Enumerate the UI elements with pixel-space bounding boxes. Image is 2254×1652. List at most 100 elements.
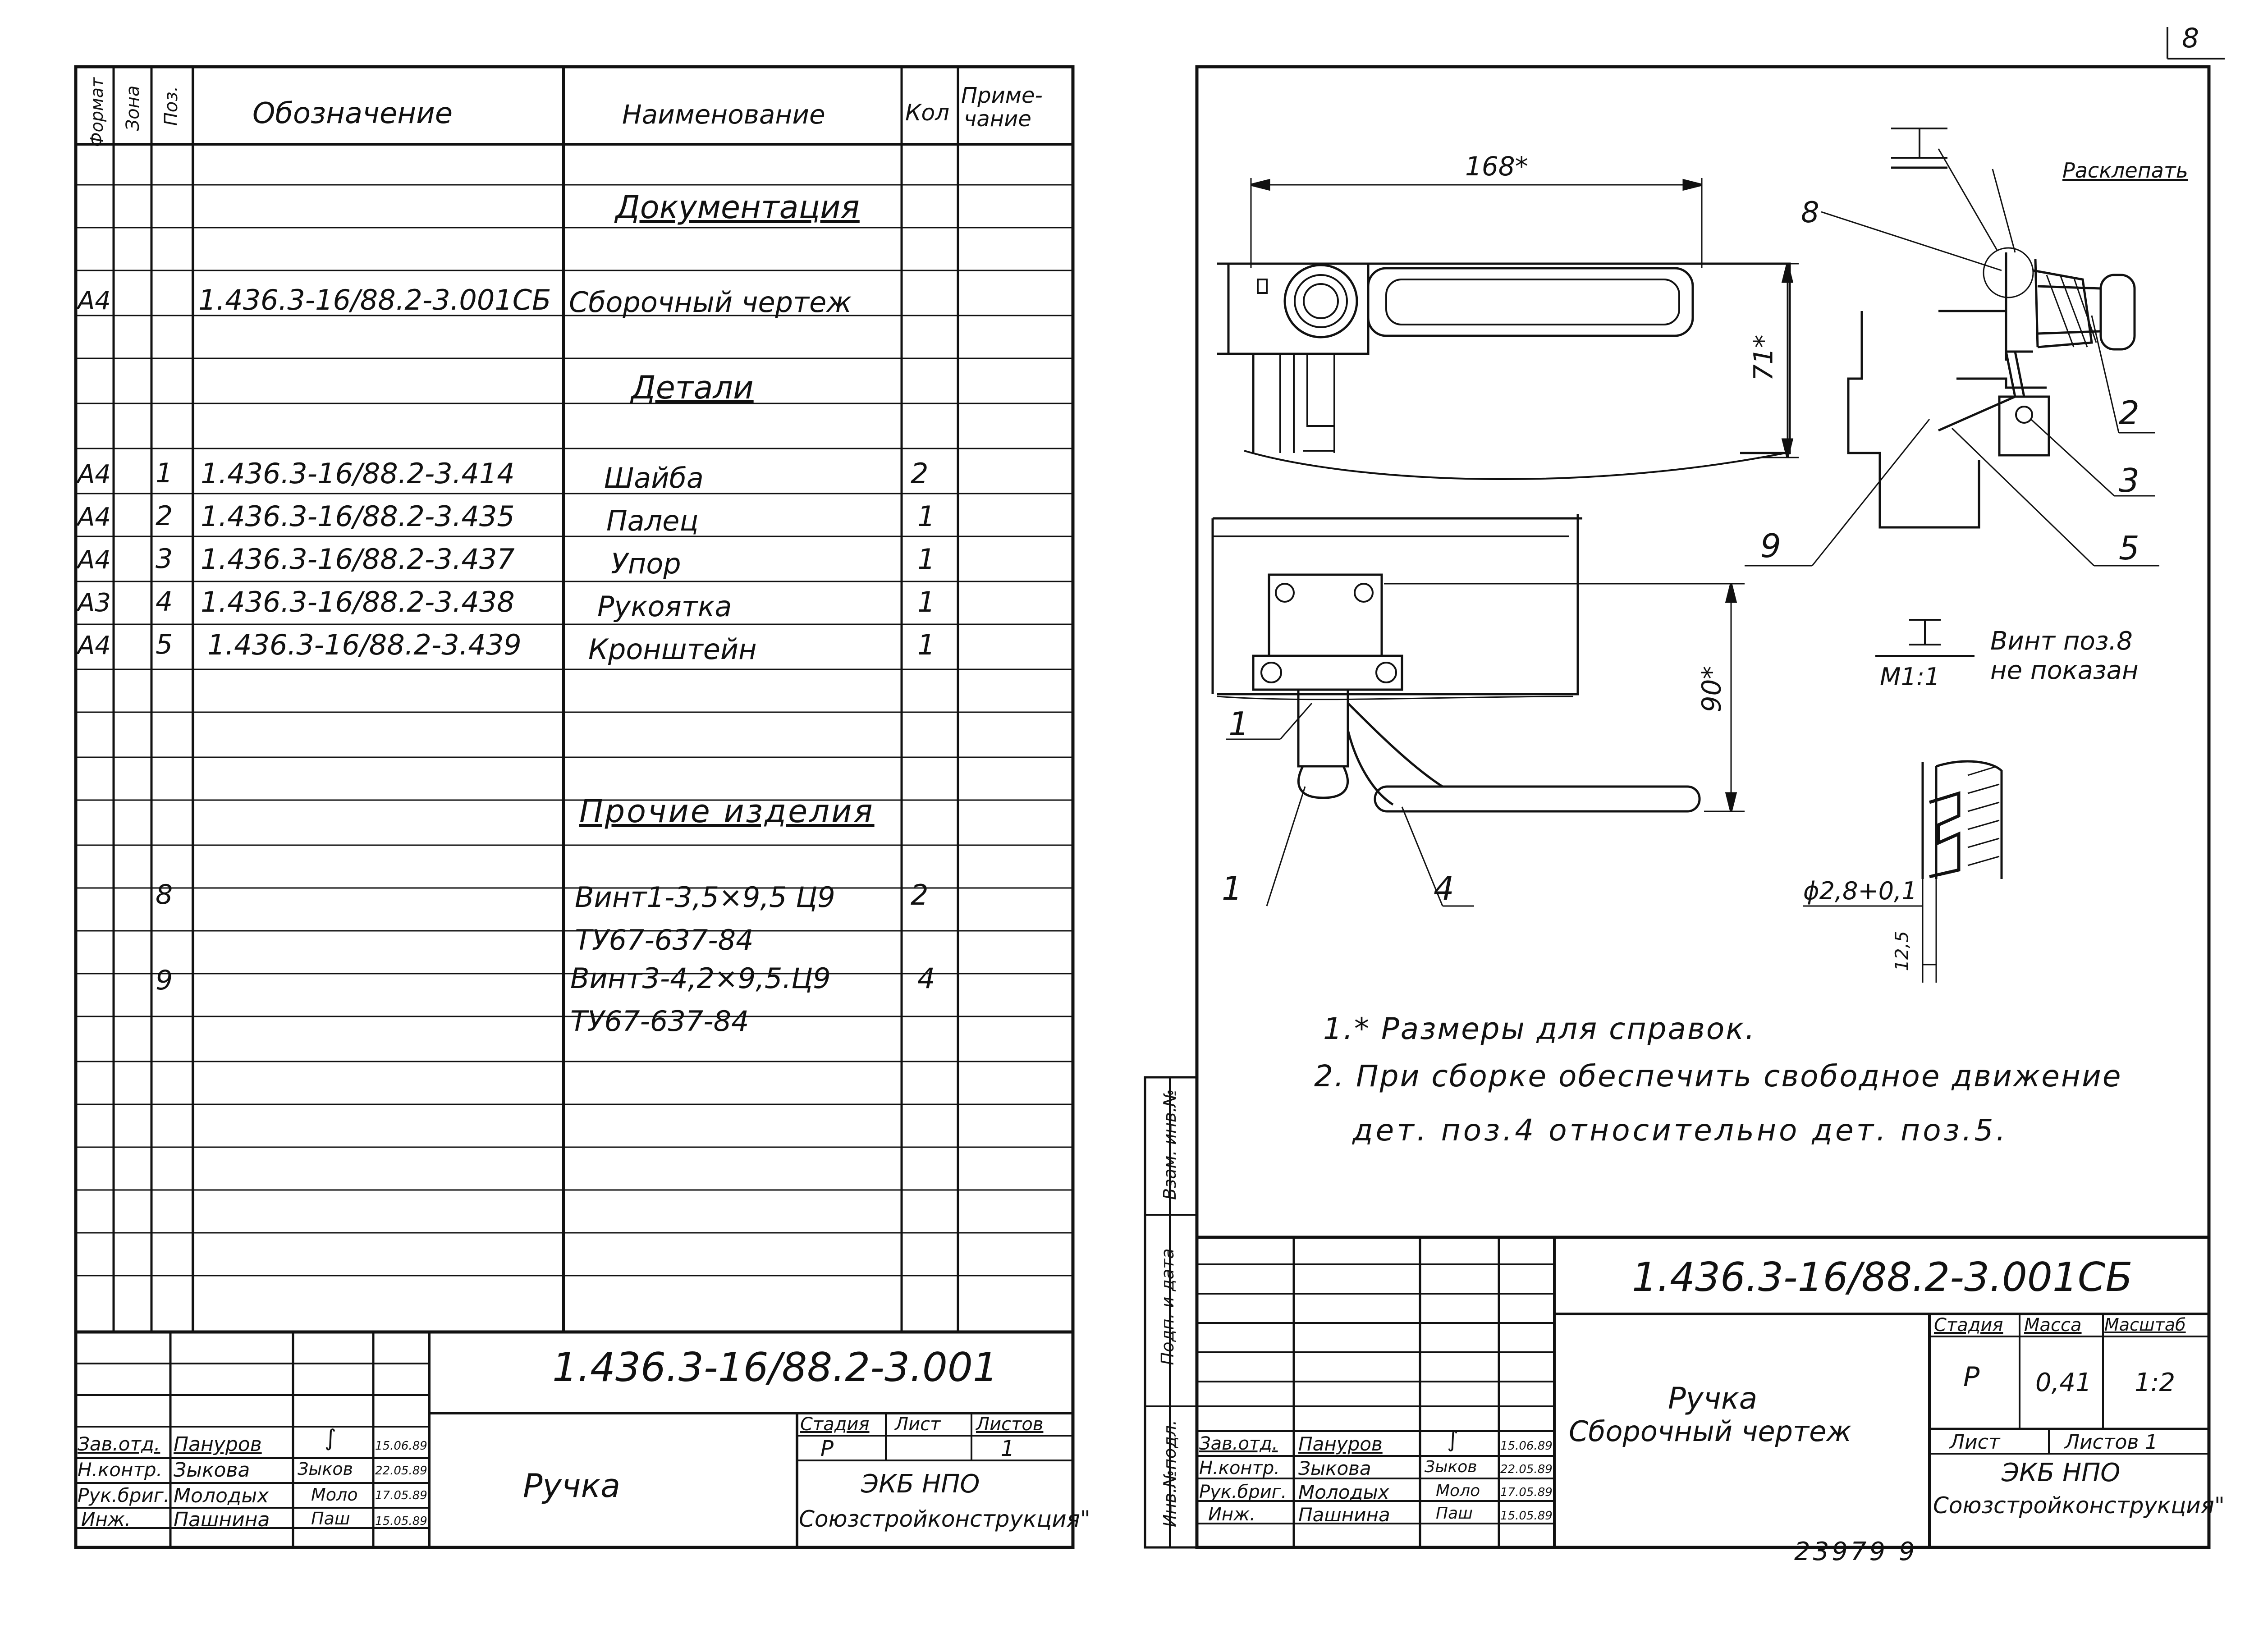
spec-frame — [74, 65, 1075, 1549]
section-note-1: Винт поз.8 — [1990, 627, 2133, 656]
part-designation: 1.436.3-16/88.2-3.439 — [207, 628, 522, 661]
right-stamp-stage: Р — [1963, 1361, 1980, 1393]
other-spec: ТУ67-637-84 — [575, 924, 754, 956]
header-zone: Зона — [123, 85, 143, 131]
header-format: Формат — [87, 77, 107, 147]
stamp-person: Пашнина — [1298, 1504, 1390, 1526]
stamp-signature: ∫ — [325, 1425, 337, 1451]
stamp-person: Молодых — [174, 1484, 269, 1507]
stamp-date: 15.06.89 — [1500, 1439, 1553, 1453]
dim-90: 90* — [1696, 666, 1727, 713]
other-qty: 2 — [911, 879, 929, 911]
right-stamp-org-2: Союзстройконструкция" — [1933, 1492, 2225, 1519]
stamp-person: Зыкова — [174, 1459, 250, 1482]
part-pos: 2 — [156, 500, 173, 532]
stamp-role: Инж. — [81, 1508, 131, 1530]
header-pos: Поз. — [161, 86, 182, 126]
strip-sign-date: Подп. и дата — [1158, 1248, 1177, 1365]
right-stamp-stage-label: Стадия — [1934, 1315, 2003, 1336]
header-note-1: Приме- — [961, 83, 1043, 108]
left-stamp-title: Ручка — [523, 1467, 621, 1505]
left-stamp-sheets-label: Листов — [976, 1414, 1044, 1435]
callout-4: 4 — [1434, 869, 1454, 907]
stamp-signature: Паш — [1436, 1504, 1473, 1523]
stamp-date: 15.05.89 — [1500, 1509, 1553, 1523]
doc-row-format: А4 — [78, 286, 111, 316]
stamp-role: Н.контр. — [78, 1459, 162, 1481]
drawing-frame — [1195, 65, 2211, 1549]
note-2-line1: 2. При сборке обеспечить свободное движе… — [1314, 1059, 2122, 1094]
detail-section-view — [1745, 128, 2159, 983]
stamp-signature: Моло — [1436, 1482, 1480, 1500]
part-designation: 1.436.3-16/88.2-3.437 — [201, 543, 515, 576]
callout-5: 5 — [2119, 529, 2139, 567]
right-stamp-code: 1.436.3-16/88.2-3.001СБ — [1632, 1254, 2133, 1300]
stamp-date: 17.05.89 — [1500, 1486, 1553, 1499]
stamp-date: 22.05.89 — [375, 1464, 427, 1478]
left-stamp-sheet-label: Лист — [895, 1414, 941, 1435]
strip-replace-inv: Взам. инв.№ — [1160, 1089, 1180, 1200]
right-stamp-org-1: ЭКБ НПО — [2002, 1458, 2121, 1487]
part-format: А3 — [78, 588, 111, 618]
part-format: А4 — [78, 545, 111, 575]
stamp-date: 15.05.89 — [375, 1515, 427, 1528]
rivet-label: Расклепать — [2062, 158, 2188, 183]
stamp-signature: Моло — [311, 1485, 358, 1505]
part-pos: 1 — [156, 458, 173, 489]
section-scale: М1:1 — [1880, 663, 1940, 691]
left-stamp-stage: Р — [820, 1436, 834, 1461]
stamp-person: Зыкова — [1298, 1457, 1371, 1479]
right-stamp-mass-label: Масса — [2024, 1315, 2082, 1336]
left-stamp-org-2: Союзстройконструкция" — [799, 1506, 1090, 1532]
part-pos: 3 — [156, 543, 173, 575]
section-parts: Детали — [631, 369, 754, 406]
stamp-signature: ∫ — [1447, 1427, 1459, 1452]
other-name: Винт1-3,5×9,5 Ц9 — [575, 881, 835, 914]
callout-8: 8 — [1801, 196, 1819, 229]
stamp-date: 15.06.89 — [375, 1439, 427, 1453]
dim-phi: ϕ2,8+0,1 — [1803, 877, 1917, 905]
corner-number: 8 — [2182, 23, 2199, 54]
left-stamp-stage-label: Стадия — [800, 1414, 870, 1435]
callout-1-lower: 1 — [1222, 869, 1242, 907]
stamp-date: 17.05.89 — [375, 1489, 427, 1502]
part-qty: 2 — [911, 457, 929, 490]
header-note-2: чание — [964, 106, 1031, 132]
callout-3: 3 — [2119, 462, 2139, 499]
other-qty: 4 — [917, 962, 935, 995]
stamp-role: Рук.бриг. — [78, 1484, 170, 1506]
part-name: Упор — [611, 547, 681, 580]
part-designation: 1.436.3-16/88.2-3.438 — [201, 586, 515, 618]
header-qty: Кол — [905, 100, 950, 126]
other-pos: 8 — [156, 879, 173, 911]
stamp-signature: Зыков — [298, 1459, 353, 1479]
handle-top-view — [1217, 178, 1799, 480]
right-stamp-title-1: Ручка — [1668, 1381, 1758, 1416]
header-designation: Обозначение — [252, 97, 453, 130]
right-stamp-title-2: Сборочный чертеж — [1569, 1415, 1852, 1448]
part-name: Палец — [606, 504, 699, 537]
other-pos: 9 — [156, 965, 173, 996]
callout-1-upper: 1 — [1228, 705, 1249, 743]
callout-9: 9 — [1760, 527, 1781, 565]
strip-inv-orig: Инв.№подл. — [1160, 1420, 1180, 1528]
stamp-person: Пануров — [1298, 1433, 1383, 1455]
part-designation: 1.436.3-16/88.2-3.435 — [201, 500, 515, 533]
part-qty: 1 — [917, 628, 935, 661]
stamp-role: Рук.бриг. — [1199, 1482, 1287, 1502]
right-stamp-scale: 1:2 — [2135, 1368, 2176, 1397]
stamp-date: 22.05.89 — [1500, 1463, 1553, 1476]
stamp-person: Пашнина — [174, 1508, 270, 1531]
right-stamp-sheets-label: Листов 1 — [2065, 1431, 2158, 1454]
left-stamp-sheets: 1 — [1001, 1436, 1015, 1461]
part-pos: 5 — [156, 629, 173, 660]
section-note-2: не показан — [1990, 656, 2139, 685]
part-format: А4 — [78, 503, 111, 532]
part-pos: 4 — [156, 586, 173, 618]
note-2-line2: дет. поз.4 относительно дет. поз.5. — [1352, 1113, 2008, 1148]
section-other: Прочие изделия — [579, 793, 875, 830]
other-spec: ТУ67-637-84 — [570, 1005, 749, 1038]
part-name: Кронштейн — [588, 633, 757, 666]
left-stamp-org-1: ЭКБ НПО — [861, 1469, 980, 1499]
right-stamp-mass: 0,41 — [2035, 1368, 2092, 1397]
